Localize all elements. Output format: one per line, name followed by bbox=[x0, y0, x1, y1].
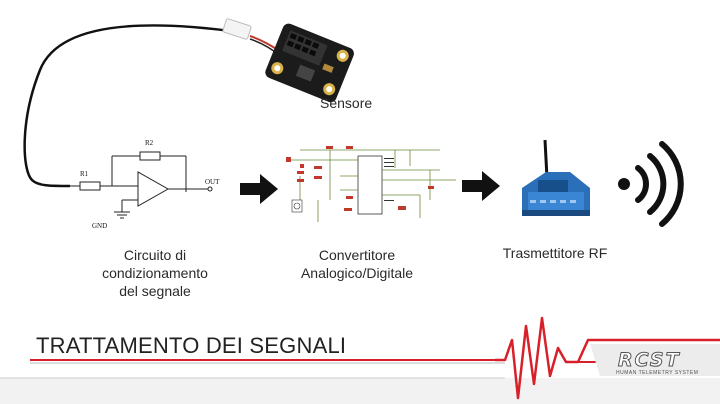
bottom-band bbox=[0, 378, 720, 404]
schematic-gnd-label: GND bbox=[92, 222, 108, 230]
sensor-board-icon bbox=[265, 23, 354, 103]
wireless-signal-icon bbox=[618, 141, 684, 227]
conditioning-circuit-schematic bbox=[70, 151, 213, 219]
page-title: TRATTAMENTO DEI SEGNALI bbox=[36, 333, 347, 358]
arrow-right-icon bbox=[462, 171, 500, 201]
schematic-out-label: OUT bbox=[205, 178, 220, 186]
circuit-label: Circuito di condizionamento del segnale bbox=[80, 246, 230, 300]
adc-schematic bbox=[290, 149, 456, 222]
sensor-cable bbox=[23, 24, 239, 188]
schematic-r1-label: R1 bbox=[80, 170, 89, 178]
adc-label: Convertitore Analogico/Digitale bbox=[282, 246, 432, 282]
brand-logo: RCST bbox=[618, 349, 681, 372]
sensor-connector bbox=[222, 18, 252, 40]
circuit-label-line-2: condizionamento bbox=[102, 265, 208, 281]
circuit-label-line-1: Circuito di bbox=[123, 247, 187, 263]
adc-components bbox=[286, 146, 434, 211]
adc-label-line-2: Analogico/Digitale bbox=[300, 265, 414, 281]
adc-label-line-1: Convertitore bbox=[318, 247, 396, 263]
arrow-right-icon bbox=[240, 174, 278, 204]
sensor-label: Sensore bbox=[320, 95, 373, 111]
circuit-label-line-3: del segnale bbox=[119, 283, 191, 299]
rf-transmitter-label: Trasmettitore RF bbox=[502, 245, 608, 261]
xbee-module-icon bbox=[522, 139, 590, 216]
schematic-r2-label: R2 bbox=[145, 139, 154, 147]
brand-tagline: HUMAN TELEMETRY SYSTEM bbox=[616, 370, 699, 376]
